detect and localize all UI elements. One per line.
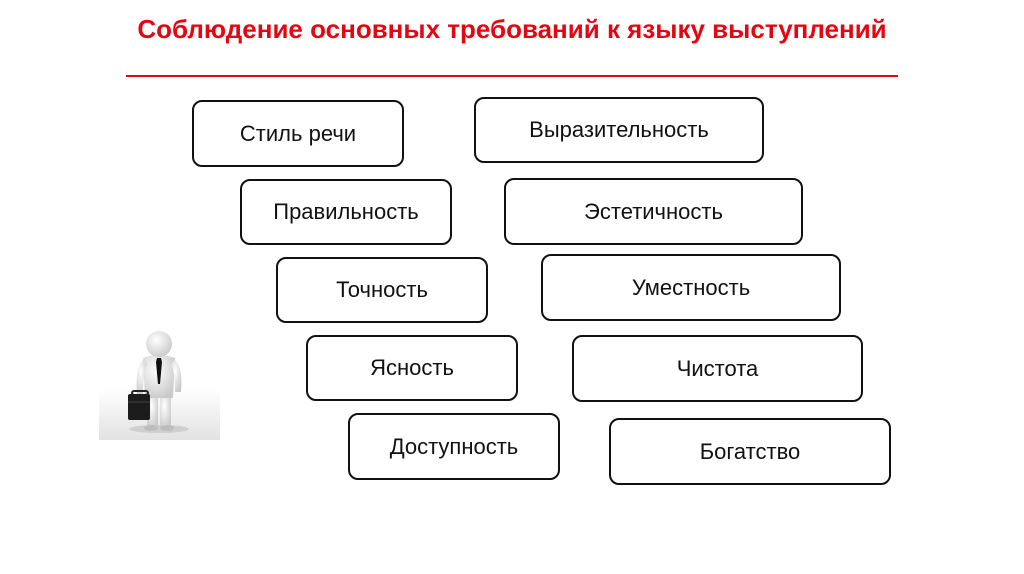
title-underline <box>126 75 898 77</box>
requirement-aesthetics: Эстетичность <box>504 178 803 245</box>
requirement-purity: Чистота <box>572 335 863 402</box>
slide-title: Соблюдение основных требований к языку в… <box>137 14 887 44</box>
businessman-with-briefcase-icon <box>99 331 220 440</box>
requirement-style: Стиль речи <box>192 100 404 167</box>
requirement-expressiveness: Выразительность <box>474 97 764 163</box>
requirement-appropriateness: Уместность <box>541 254 841 321</box>
requirement-richness: Богатство <box>609 418 891 485</box>
requirement-accessibility: Доступность <box>348 413 560 480</box>
requirement-correctness: Правильность <box>240 179 452 245</box>
requirement-accuracy: Точность <box>276 257 488 323</box>
requirement-clarity: Ясность <box>306 335 518 401</box>
